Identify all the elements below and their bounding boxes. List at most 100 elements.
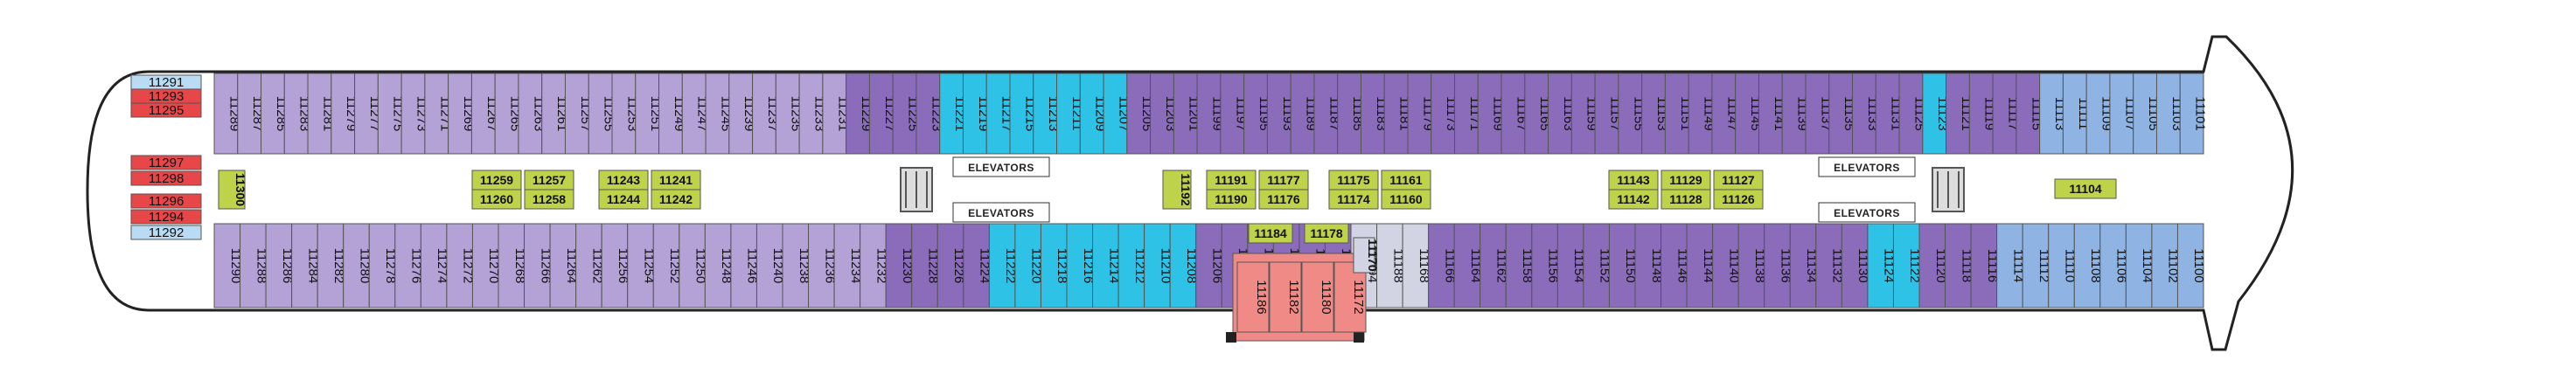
cabin-11270[interactable]: 11270 <box>471 223 501 308</box>
cabin-11250[interactable]: 11250 <box>679 223 708 308</box>
cabin-11210[interactable]: 11210 <box>1144 223 1173 308</box>
cabin-11290[interactable]: 11290 <box>213 223 243 308</box>
cabin-11286[interactable]: 11286 <box>265 223 295 308</box>
cabin-11163[interactable]: 11163 <box>1548 73 1576 155</box>
cabin-11262[interactable]: 11262 <box>575 223 605 308</box>
cabin-11152[interactable]: 11152 <box>1583 223 1612 308</box>
cabin-11100[interactable]: 11100 <box>2176 223 2206 308</box>
cabin-11112[interactable]: 11112 <box>2022 223 2051 308</box>
cabin-11207[interactable]: 11207 <box>1103 73 1131 155</box>
cabin-11209[interactable]: 11209 <box>1079 73 1108 155</box>
cabin-11113[interactable]: 11113 <box>2039 73 2067 155</box>
cabin-11120[interactable]: 11120 <box>1918 223 1948 308</box>
cabin-11108[interactable]: 11108 <box>2073 223 2103 308</box>
cabin-11292[interactable]: 11292 <box>130 225 202 240</box>
cabin-11291[interactable]: 11291 <box>130 74 202 90</box>
cabin-11217[interactable]: 11217 <box>985 73 1014 155</box>
cabin-11110[interactable]: 11110 <box>2048 223 2078 308</box>
cabin-11174[interactable]: 11174 <box>1328 189 1379 210</box>
cabin-11244[interactable]: 11244 <box>598 189 649 210</box>
cabin-11230[interactable]: 11230 <box>885 223 915 308</box>
cabin-11247[interactable]: 11247 <box>681 73 710 155</box>
cabin-11235[interactable]: 11235 <box>775 73 804 155</box>
cabin-11252[interactable]: 11252 <box>652 223 682 308</box>
cabin-11140[interactable]: 11140 <box>1712 223 1742 308</box>
cabin-11126[interactable]: 11126 <box>1713 189 1764 210</box>
cabin-11128[interactable]: 11128 <box>1660 189 1711 210</box>
cabin-11177[interactable]: 11177 <box>1258 170 1309 190</box>
cabin-11297[interactable]: 11297 <box>130 155 202 170</box>
cabin-11267[interactable]: 11267 <box>470 73 499 155</box>
cabin-11272[interactable]: 11272 <box>446 223 476 308</box>
cabin-11257[interactable]: 11257 <box>524 170 574 190</box>
cabin-11264[interactable]: 11264 <box>549 223 579 308</box>
cabin-11280[interactable]: 11280 <box>343 223 372 308</box>
cabin-11236[interactable]: 11236 <box>808 223 838 308</box>
cabin-11296[interactable]: 11296 <box>130 193 202 209</box>
cabin-11176[interactable]: 11176 <box>1258 189 1309 210</box>
cabin-11125[interactable]: 11125 <box>1898 73 1926 155</box>
cabin-11214[interactable]: 11214 <box>1092 223 1122 308</box>
cabin-11184[interactable]: 11184 <box>1248 223 1293 244</box>
cabin-11122[interactable]: 11122 <box>1892 223 1922 308</box>
cabin-11187[interactable]: 11187 <box>1313 73 1341 155</box>
cabin-11186[interactable]: 11186 <box>1236 261 1270 333</box>
cabin-11288[interactable]: 11288 <box>240 223 269 308</box>
cabin-11175[interactable]: 11175 <box>1328 170 1379 190</box>
cabin-11155[interactable]: 11155 <box>1618 73 1646 155</box>
cabin-11173[interactable]: 11173 <box>1431 73 1459 155</box>
cabin-11132[interactable]: 11132 <box>1815 223 1845 308</box>
cabin-11164[interactable]: 11164 <box>1453 223 1483 308</box>
cabin-11284[interactable]: 11284 <box>291 223 321 308</box>
cabin-11130[interactable]: 11130 <box>1841 223 1870 308</box>
cabin-11259[interactable]: 11259 <box>471 170 522 190</box>
cabin-11172[interactable]: 11172 <box>1333 261 1367 333</box>
cabin-11212[interactable]: 11212 <box>1117 223 1147 308</box>
cabin-11154[interactable]: 11154 <box>1556 223 1586 308</box>
cabin-11127[interactable]: 11127 <box>1713 170 1764 190</box>
cabin-11168[interactable]: 11168 <box>1402 223 1431 308</box>
cabin-11124[interactable]: 11124 <box>1867 223 1897 308</box>
cabin-11106[interactable]: 11106 <box>2099 223 2129 308</box>
cabin-11206[interactable]: 11206 <box>1195 223 1225 308</box>
cabin-11129[interactable]: 11129 <box>1660 170 1711 190</box>
cabin-11256[interactable]: 11256 <box>601 223 630 308</box>
cabin-11215[interactable]: 11215 <box>1009 73 1037 155</box>
cabin-11101[interactable]: 11101 <box>2179 73 2208 155</box>
cabin-11254[interactable]: 11254 <box>627 223 657 308</box>
cabin-11190[interactable]: 11190 <box>1206 189 1257 210</box>
cabin-11218[interactable]: 11218 <box>1040 223 1069 308</box>
cabin-11246[interactable]: 11246 <box>730 223 760 308</box>
cabin-11160[interactable]: 11160 <box>1381 189 1431 210</box>
cabin-11274[interactable]: 11274 <box>420 223 449 308</box>
cabin-11234[interactable]: 11234 <box>833 223 863 308</box>
cabin-11136[interactable]: 11136 <box>1764 223 1793 308</box>
cabin-11225[interactable]: 11225 <box>892 73 921 155</box>
cabin-11295[interactable]: 11295 <box>130 102 202 118</box>
cabin-11123[interactable]: 11123 <box>1922 73 1950 155</box>
cabin-11150[interactable]: 11150 <box>1608 223 1638 308</box>
cabin-11111[interactable]: 11111 <box>2062 73 2091 155</box>
cabin-11104[interactable]: 11104 <box>2054 178 2117 199</box>
cabin-11188[interactable]: 11188 <box>1376 223 1406 308</box>
cabin-11278[interactable]: 11278 <box>368 223 398 308</box>
cabin-11222[interactable]: 11222 <box>988 223 1018 308</box>
cabin-11170[interactable]: 11170 <box>1353 237 1380 274</box>
cabin-11298[interactable]: 11298 <box>130 170 202 186</box>
cabin-11102[interactable]: 11102 <box>2151 223 2181 308</box>
cabin-11158[interactable]: 11158 <box>1505 223 1535 308</box>
cabin-11156[interactable]: 11156 <box>1531 223 1561 308</box>
cabin-11213[interactable]: 11213 <box>1033 73 1061 155</box>
cabin-11162[interactable]: 11162 <box>1479 223 1509 308</box>
cabin-11116[interactable]: 11116 <box>1970 223 2000 308</box>
cabin-11143[interactable]: 11143 <box>1608 170 1659 190</box>
cabin-11104b[interactable]: 11104 <box>2125 223 2155 308</box>
cabin-11178[interactable]: 11178 <box>1304 223 1349 244</box>
cabin-11166[interactable]: 11166 <box>1428 223 1458 308</box>
cabin-11258[interactable]: 11258 <box>524 189 574 210</box>
cabin-11238[interactable]: 11238 <box>782 223 811 308</box>
cabin-11241[interactable]: 11241 <box>651 170 701 190</box>
cabin-11161[interactable]: 11161 <box>1381 170 1431 190</box>
cabin-11260[interactable]: 11260 <box>471 189 522 210</box>
cabin-11145[interactable]: 11145 <box>1735 73 1763 155</box>
